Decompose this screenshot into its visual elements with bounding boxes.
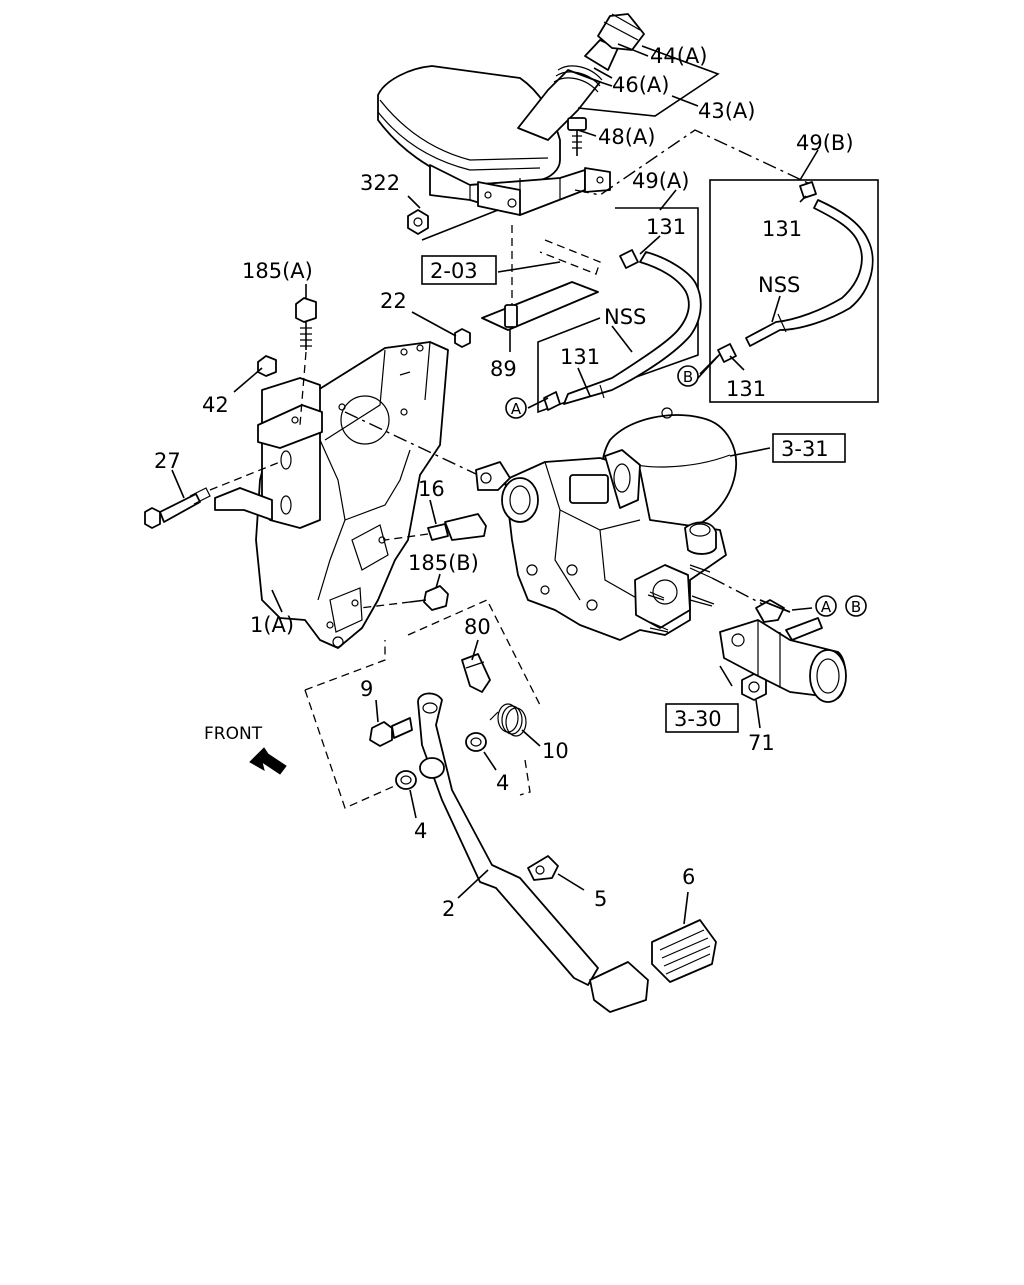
hose-fitting-330 [719, 599, 847, 703]
callout-16: 16 [418, 477, 445, 501]
nut-71 [741, 673, 767, 701]
reservoir-cap [584, 13, 645, 71]
bracket-89 [481, 281, 599, 331]
callout-185b: 185(B) [408, 551, 479, 575]
connector-markers: A B A B [505, 365, 867, 617]
bolt-48a [567, 117, 587, 156]
callout-4-right: 4 [496, 771, 509, 795]
callout-box-330 [665, 703, 739, 733]
callout-1a: 1(A) [250, 613, 294, 637]
switch-16 [384, 513, 487, 541]
callout-10: 10 [542, 739, 569, 763]
bolt-185b [359, 585, 449, 611]
callout-48a: 48(A) [598, 125, 655, 149]
connector-a-hose: A [505, 397, 527, 419]
callout-80: 80 [464, 615, 491, 639]
pedal-pad-cover-6 [651, 919, 717, 983]
nut-42 [257, 355, 277, 377]
bolt-185a [295, 297, 317, 426]
callout-9: 9 [360, 677, 373, 701]
callout-322: 322 [360, 171, 400, 195]
callout-330: 3-30 [674, 707, 722, 731]
callout-131-b-bot: 131 [726, 377, 766, 401]
nut-22 [454, 328, 471, 348]
pin-9 [369, 717, 413, 747]
callout-131-b-top: 131 [762, 217, 802, 241]
callout-131-a-top: 131 [646, 215, 686, 239]
master-cylinder [344, 411, 727, 641]
front-arrow-icon [249, 747, 287, 775]
callout-49b: 49(B) [796, 131, 854, 155]
clevis-80 [461, 653, 491, 693]
callout-27: 27 [154, 449, 181, 473]
connector-a-fitting: A [815, 595, 837, 617]
callout-5: 5 [594, 887, 607, 911]
connector-b-hose: B [677, 365, 699, 387]
callout-box-203 [421, 255, 497, 285]
callout-44a: 44(A) [650, 44, 707, 68]
callout-49a: 49(A) [632, 169, 689, 193]
leader-lines [171, 43, 819, 925]
callout-89: 89 [490, 357, 517, 381]
spring-10 [489, 703, 527, 737]
pedal-pad [589, 961, 649, 1013]
svg-text:A: A [511, 400, 522, 418]
hose-49a-group [537, 207, 702, 414]
svg-text:B: B [851, 598, 861, 616]
pipe-203 [511, 225, 601, 305]
callout-131-a-bot: 131 [560, 345, 600, 369]
callout-nss-b: NSS [758, 273, 800, 297]
callout-46a: 46(A) [612, 73, 669, 97]
bracket-side-plate [214, 377, 323, 529]
callout-2: 2 [442, 897, 455, 921]
callout-4-bottom: 4 [414, 819, 427, 843]
callout-6: 6 [682, 865, 695, 889]
bolt-27 [144, 461, 281, 529]
front-label: FRONT [204, 724, 263, 744]
nut-322 [407, 209, 429, 235]
callout-nss-a: NSS [604, 305, 646, 329]
callout-203: 2-03 [430, 259, 478, 283]
front-indicator: FRONT [204, 724, 287, 775]
callout-22: 22 [380, 289, 407, 313]
callout-42: 42 [202, 393, 229, 417]
connector-b-fitting: B [845, 595, 867, 617]
reservoir-tank [377, 65, 611, 216]
pedal-parts-box [304, 599, 541, 809]
svg-text:B: B [683, 368, 693, 386]
callout-331: 3-31 [781, 437, 829, 461]
svg-text:A: A [821, 598, 832, 616]
mounting-studs [649, 567, 771, 631]
callout-box-331 [772, 433, 846, 463]
callout-71: 71 [748, 731, 775, 755]
bushing-4-left [395, 770, 417, 790]
callout-185a: 185(A) [242, 259, 313, 283]
callout-43a: 43(A) [698, 99, 755, 123]
callouts: 44(A) 46(A) 43(A) 48(A) 49(B) 49(A) 322 … [154, 44, 854, 921]
bushing-4-right [465, 732, 487, 752]
pedal-arm [417, 692, 599, 986]
